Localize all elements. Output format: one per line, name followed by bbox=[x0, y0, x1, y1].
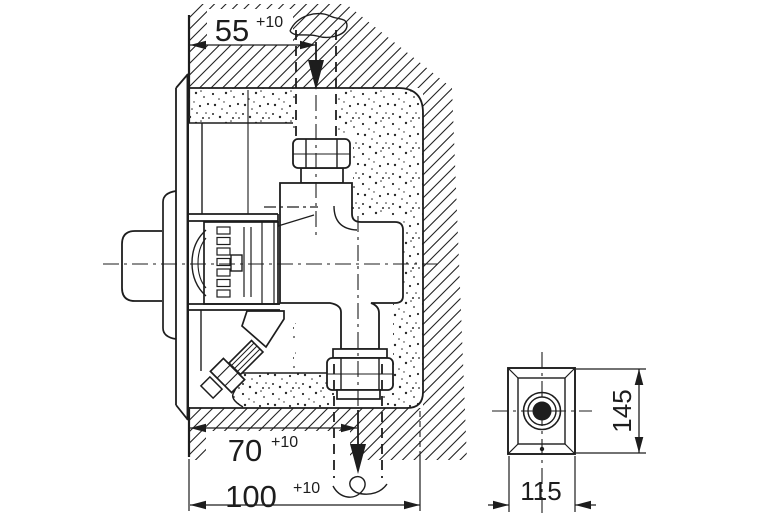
plate-front-edge bbox=[175, 73, 189, 421]
arrowhead-left-icon bbox=[190, 423, 206, 433]
recess-outline bbox=[189, 87, 424, 409]
dim-100-tolerance: +10 bbox=[293, 480, 320, 497]
valve-body-outline bbox=[279, 182, 404, 350]
dim-70-value: 70 bbox=[228, 433, 262, 468]
dimension-55: 55 +10 bbox=[190, 13, 316, 50]
mounting-plate-bottom bbox=[188, 303, 280, 311]
valve-body bbox=[264, 138, 404, 400]
dimension-100: 100 +10 bbox=[188, 411, 421, 514]
center-lines bbox=[103, 95, 443, 410]
connector-boss bbox=[241, 310, 285, 349]
push-button bbox=[121, 230, 162, 302]
waterway-arc bbox=[333, 205, 358, 231]
dimension-115: 115 bbox=[488, 456, 596, 512]
connector-thread-lines bbox=[231, 342, 261, 372]
arrowhead-up-icon bbox=[634, 369, 644, 385]
dimension-70: 70 +10 bbox=[190, 423, 357, 468]
cover-plate-front-view bbox=[492, 352, 592, 514]
screw-dot bbox=[539, 446, 545, 452]
pipe-break-squiggle-top bbox=[289, 12, 348, 39]
push-button-front bbox=[532, 401, 552, 421]
arrowhead-left-icon bbox=[190, 40, 206, 50]
button-bezel bbox=[162, 190, 177, 340]
arrowhead-right-icon bbox=[341, 423, 357, 433]
mortar-boundary-line bbox=[189, 122, 334, 374]
button-ring-inner bbox=[527, 396, 557, 426]
cover-plate-side bbox=[121, 73, 189, 421]
arrowhead-down-icon bbox=[634, 437, 644, 453]
drain-pipe-hidden-edges bbox=[333, 364, 383, 478]
flow-arrow-top-icon bbox=[308, 60, 324, 90]
valve-cartridge bbox=[188, 90, 280, 371]
label-mask-top bbox=[207, 9, 293, 45]
arrowhead-left-icon bbox=[575, 500, 591, 510]
dim-115-value: 115 bbox=[520, 476, 561, 506]
dim-100-value: 100 bbox=[225, 479, 277, 514]
leader-line bbox=[277, 214, 315, 227]
diaphragm-bell-outline bbox=[191, 229, 207, 297]
spring-stack bbox=[216, 226, 231, 298]
pipe-break-squiggle-bottom bbox=[332, 475, 388, 498]
supply-pipe-hidden-edges bbox=[295, 30, 337, 139]
flow-arrow-bottom-icon bbox=[350, 444, 366, 474]
dim-70-tolerance: +10 bbox=[271, 434, 298, 451]
ext-lines-145 bbox=[576, 368, 646, 454]
inlet-collar bbox=[300, 167, 344, 184]
connector-tip bbox=[199, 375, 224, 400]
supply-pipe bbox=[289, 12, 348, 139]
arrowhead-left-icon bbox=[190, 500, 206, 510]
arrowhead-right-icon bbox=[404, 500, 420, 510]
dim-145-value: 145 bbox=[607, 389, 637, 432]
label-mask-bottom bbox=[206, 431, 350, 469]
piston-center-block bbox=[230, 254, 243, 272]
dim-55-value: 55 bbox=[215, 13, 249, 48]
dimension-145: 145 bbox=[576, 368, 646, 454]
arrowhead-right-icon bbox=[300, 40, 316, 50]
flush-connector bbox=[199, 310, 285, 400]
wall-hatching bbox=[187, 4, 467, 469]
plate-bevel-edges bbox=[507, 367, 576, 455]
connector-hex-facets bbox=[216, 364, 239, 387]
cartridge-internal-lines bbox=[243, 222, 275, 304]
drain-pipe bbox=[332, 364, 388, 498]
dim-55-tolerance: +10 bbox=[256, 14, 283, 31]
arrowhead-right-icon bbox=[493, 500, 509, 510]
outlet-flange bbox=[332, 348, 388, 359]
diaphragm-bell-inner bbox=[197, 237, 207, 289]
button-ring-outer bbox=[522, 391, 562, 431]
ext-lines-115 bbox=[508, 456, 576, 512]
